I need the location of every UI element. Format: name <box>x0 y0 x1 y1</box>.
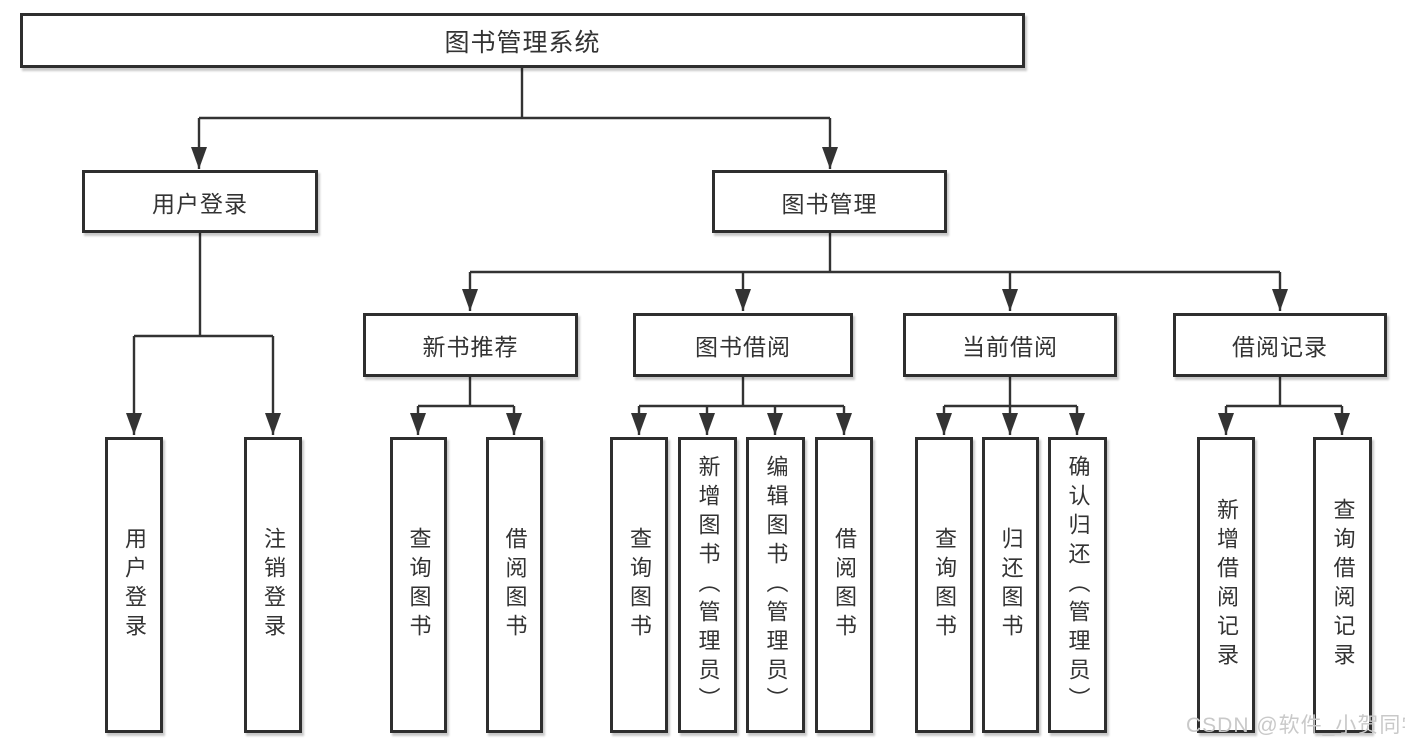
node-borrow-records: 借阅记录 <box>1173 313 1387 377</box>
leaf-borrow-borrow-books: 借阅图书 <box>815 437 873 733</box>
node-book-management-label: 图书管理 <box>781 190 878 217</box>
connector-user-login-to-leaves <box>126 233 281 435</box>
leaf-user-login-label: 用户登录 <box>122 527 147 643</box>
leaf-borrow-query-books-label: 查询图书 <box>627 527 652 643</box>
leaf-current-return-books: 归还图书 <box>982 437 1039 733</box>
node-borrow-records-label: 借阅记录 <box>1232 334 1328 360</box>
leaf-user-login: 用户登录 <box>105 437 163 733</box>
node-root-label: 图书管理系统 <box>444 28 601 57</box>
connector-new-book-recommend-to-leaves <box>410 377 522 435</box>
node-new-book-recommend: 新书推荐 <box>363 313 578 377</box>
leaf-recommend-borrow-books-label: 借阅图书 <box>502 527 528 643</box>
leaf-logout-label: 注销登录 <box>261 527 286 643</box>
leaf-borrow-add-books-admin: 新增图书（管理员） <box>678 437 737 733</box>
leaf-current-query-books-label: 查询图书 <box>932 527 957 643</box>
leaf-borrow-edit-books-admin: 编辑图书（管理员） <box>746 437 805 733</box>
leaf-current-return-books-label: 归还图书 <box>998 527 1024 643</box>
node-book-management: 图书管理 <box>712 170 947 233</box>
connector-book-management-to-level3 <box>462 233 1288 311</box>
leaf-recommend-borrow-books: 借阅图书 <box>486 437 543 733</box>
leaf-current-query-books: 查询图书 <box>915 437 973 733</box>
connector-current-borrow-to-leaves <box>936 377 1085 435</box>
leaf-records-add-record-label: 新增借阅记录 <box>1214 498 1239 672</box>
leaf-borrow-edit-books-admin-label: 编辑图书（管理员） <box>763 454 789 716</box>
node-book-borrow: 图书借阅 <box>633 313 853 377</box>
leaf-borrow-query-books: 查询图书 <box>610 437 668 733</box>
connector-root-to-level2 <box>191 68 838 169</box>
node-new-book-recommend-label: 新书推荐 <box>422 334 519 360</box>
leaf-current-confirm-return-admin: 确认归还（管理员） <box>1048 437 1107 733</box>
leaf-recommend-query-books: 查询图书 <box>390 437 447 733</box>
leaf-borrow-add-books-admin-label: 新增图书（管理员） <box>695 454 721 716</box>
node-current-borrow: 当前借阅 <box>903 313 1117 377</box>
node-root: 图书管理系统 <box>20 13 1025 68</box>
leaf-borrow-borrow-books-label: 借阅图书 <box>832 527 857 643</box>
leaf-records-query-record-label: 查询借阅记录 <box>1330 498 1356 672</box>
leaf-current-confirm-return-admin-label: 确认归还（管理员） <box>1065 454 1091 716</box>
leaf-logout: 注销登录 <box>244 437 302 733</box>
leaf-recommend-query-books-label: 查询图书 <box>406 527 432 643</box>
node-user-login-label: 用户登录 <box>152 190 248 217</box>
connector-borrow-records-to-leaves <box>1218 377 1350 435</box>
csdn-watermark: CSDN @软件_小贺同学 <box>1186 714 1405 737</box>
node-book-borrow-label: 图书借阅 <box>695 334 791 360</box>
connector-book-borrow-to-leaves <box>631 377 852 435</box>
node-current-borrow-label: 当前借阅 <box>962 334 1058 360</box>
node-user-login: 用户登录 <box>82 170 318 233</box>
leaf-records-add-record: 新增借阅记录 <box>1197 437 1255 733</box>
leaf-records-query-record: 查询借阅记录 <box>1313 437 1372 733</box>
